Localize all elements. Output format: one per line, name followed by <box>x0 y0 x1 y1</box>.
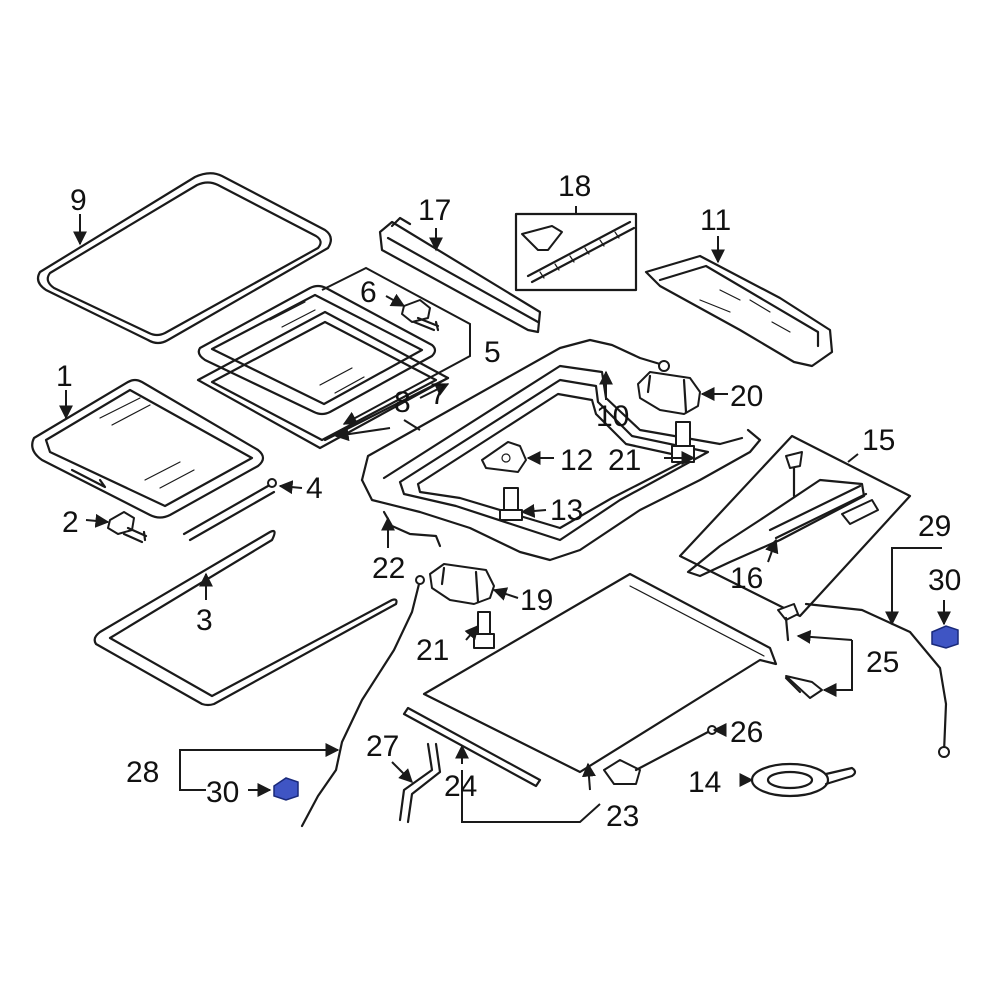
callout-21-lower: 21 <box>416 634 449 667</box>
callout-26: 26 <box>730 716 763 749</box>
part-17-trim <box>378 216 542 334</box>
callout-27: 27 <box>366 730 399 763</box>
part-3-seal <box>93 529 398 707</box>
part-15-kit <box>678 434 912 618</box>
callout-1: 1 <box>56 360 73 393</box>
callout-10: 10 <box>596 400 629 433</box>
part-21-screw-lower <box>473 611 495 649</box>
callout-9: 9 <box>70 184 87 217</box>
part-26-cable-guide <box>603 725 717 785</box>
part-4-strip <box>182 478 277 542</box>
part-6-bolt <box>401 299 440 332</box>
part-2-bolt <box>107 511 148 544</box>
callout-6: 6 <box>360 276 377 309</box>
part-19-motor <box>429 563 495 605</box>
part-20-motor <box>637 371 701 415</box>
callout-14: 14 <box>688 766 721 799</box>
callout-19: 19 <box>520 584 553 617</box>
callout-20: 20 <box>730 380 763 413</box>
callout-16: 16 <box>730 562 763 595</box>
part-10-frame <box>360 338 762 562</box>
part-27-hose <box>398 742 442 824</box>
callout-13: 13 <box>550 494 583 527</box>
leader-lines <box>59 206 951 823</box>
part-30-clip-left <box>273 777 299 801</box>
part-18-kit <box>514 212 638 292</box>
part-9-glass-seal <box>36 172 332 345</box>
part-1-glass-panel <box>31 378 265 519</box>
part-21-screw-upper <box>671 421 695 463</box>
part-13-screw <box>499 487 523 521</box>
callout-4: 4 <box>306 472 323 505</box>
callout-21-upper: 21 <box>608 444 641 477</box>
callout-2: 2 <box>62 506 79 539</box>
callout-5: 5 <box>484 336 501 369</box>
callout-11: 11 <box>700 204 731 237</box>
callout-23: 23 <box>606 800 639 833</box>
part-30-clip-right <box>931 625 959 649</box>
callout-15: 15 <box>862 424 895 457</box>
callout-28: 28 <box>126 756 159 789</box>
part-11-bracket <box>644 254 834 368</box>
callout-24: 24 <box>444 770 477 803</box>
callout-3: 3 <box>196 604 213 637</box>
part-12-clip <box>481 441 527 473</box>
part-24-strip <box>402 706 542 788</box>
callout-18: 18 <box>558 170 591 203</box>
part-23-sunshade <box>422 572 778 774</box>
callout-30-right: 30 <box>928 564 961 597</box>
part-22-drain <box>382 510 442 548</box>
callout-7: 7 <box>430 378 447 411</box>
callout-30-left: 30 <box>206 776 239 809</box>
callout-22: 22 <box>372 552 405 585</box>
part-28-cable <box>300 575 425 828</box>
callout-12: 12 <box>560 444 593 477</box>
callout-labels: 9 1 2 3 4 5 6 7 8 10 11 12 13 14 15 16 1… <box>56 170 961 833</box>
callout-25: 25 <box>866 646 899 679</box>
part-29-cable <box>804 602 950 758</box>
callout-29: 29 <box>918 510 951 543</box>
callout-17: 17 <box>418 194 451 227</box>
callout-8: 8 <box>394 386 411 419</box>
part-25-screws <box>777 603 823 699</box>
part-14-grommet <box>750 762 857 798</box>
